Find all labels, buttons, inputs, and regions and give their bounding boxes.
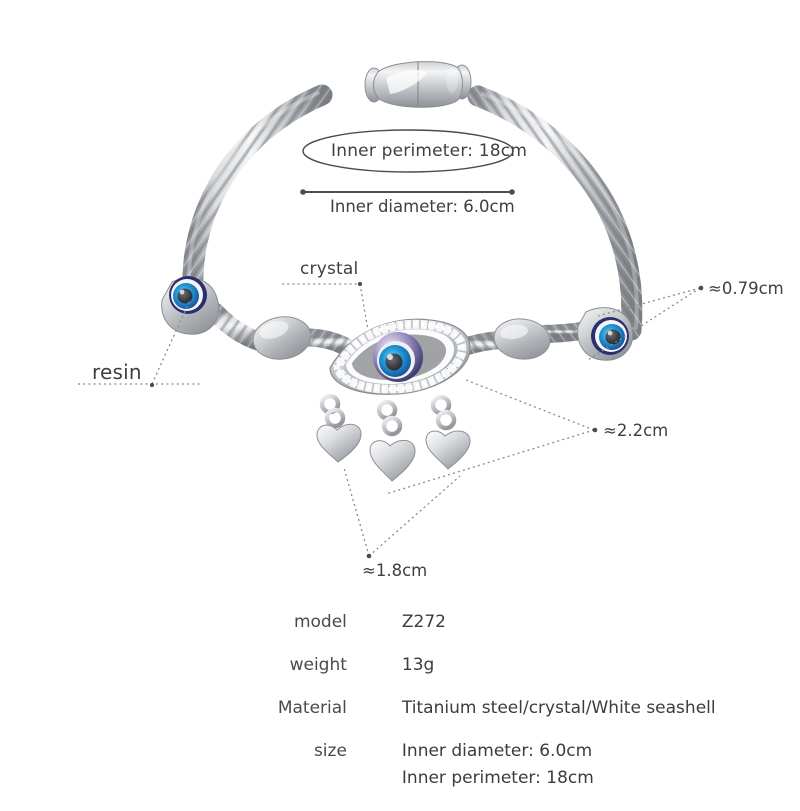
cable-band: [182, 84, 643, 359]
evil-eye-bead-left: [161, 276, 220, 335]
table-row: weight 13g: [200, 655, 760, 675]
spec-label-weight: weight: [289, 655, 347, 675]
spec-value-material: Titanium steel/crystal/White seashell: [401, 698, 716, 718]
spec-value-size-diameter: Inner diameter: 6.0cm: [401, 741, 593, 761]
dot-bead: [698, 285, 704, 291]
spec-label-model: model: [293, 612, 347, 632]
leader-charm-bottom: [385, 429, 595, 495]
leader-dots: [149, 281, 704, 559]
callout-heart-size: ≈1.8cm: [362, 561, 428, 580]
oval-bead-left: [252, 316, 312, 360]
callout-resin: resin: [92, 360, 142, 384]
spec-label-material: Material: [277, 698, 347, 718]
dot-charm: [592, 427, 598, 433]
dot-crystal: [357, 281, 363, 287]
leader-charm-top: [465, 379, 595, 431]
table-row: Material Titanium steel/crystal/White se…: [200, 698, 760, 718]
heart-charm-center: [369, 399, 416, 482]
leader-crystal-v: [359, 283, 369, 331]
evil-eye-charm-center: [316, 318, 471, 482]
inner-diameter-label: Inner diameter: 6.0cm: [330, 197, 515, 216]
inner-diameter-measure: [300, 189, 515, 195]
evil-eye-bead-right: [577, 307, 634, 361]
heart-charm-left: [316, 393, 362, 463]
spec-value-size-perimeter: Inner perimeter: 18cm: [401, 768, 594, 788]
callout-charm-width: ≈2.2cm: [603, 421, 669, 440]
leader-heart-left: [343, 467, 370, 557]
callout-bead-size: ≈0.79cm: [708, 279, 784, 298]
specification-table: model Z272 weight 13g Material Titanium …: [200, 612, 760, 811]
leader-lines: [78, 283, 701, 557]
leader-heart-right: [368, 475, 461, 557]
inner-perimeter-badge-text: Inner perimeter: 18cm: [331, 141, 528, 161]
leader-bead-bottom: [587, 287, 701, 361]
crystal-pave: [333, 319, 467, 394]
table-row: model Z272: [200, 612, 760, 632]
spec-value-model: Z272: [401, 612, 446, 632]
dot-heart: [366, 553, 372, 559]
oval-bead-right: [493, 318, 551, 360]
table-row: size Inner diameter: 6.0cm Inner perimet…: [200, 741, 760, 788]
inner-perimeter-ellipse: [302, 129, 514, 173]
bracelet-illustration: [78, 61, 704, 559]
spec-label-size: size: [313, 741, 347, 761]
leader-bead-top: [597, 287, 701, 317]
spec-value-weight: 13g: [401, 655, 435, 675]
heart-charm-right: [425, 394, 471, 470]
magnetic-clasp: [364, 61, 472, 108]
dot-resin: [149, 382, 155, 388]
callout-crystal: crystal: [300, 259, 359, 279]
